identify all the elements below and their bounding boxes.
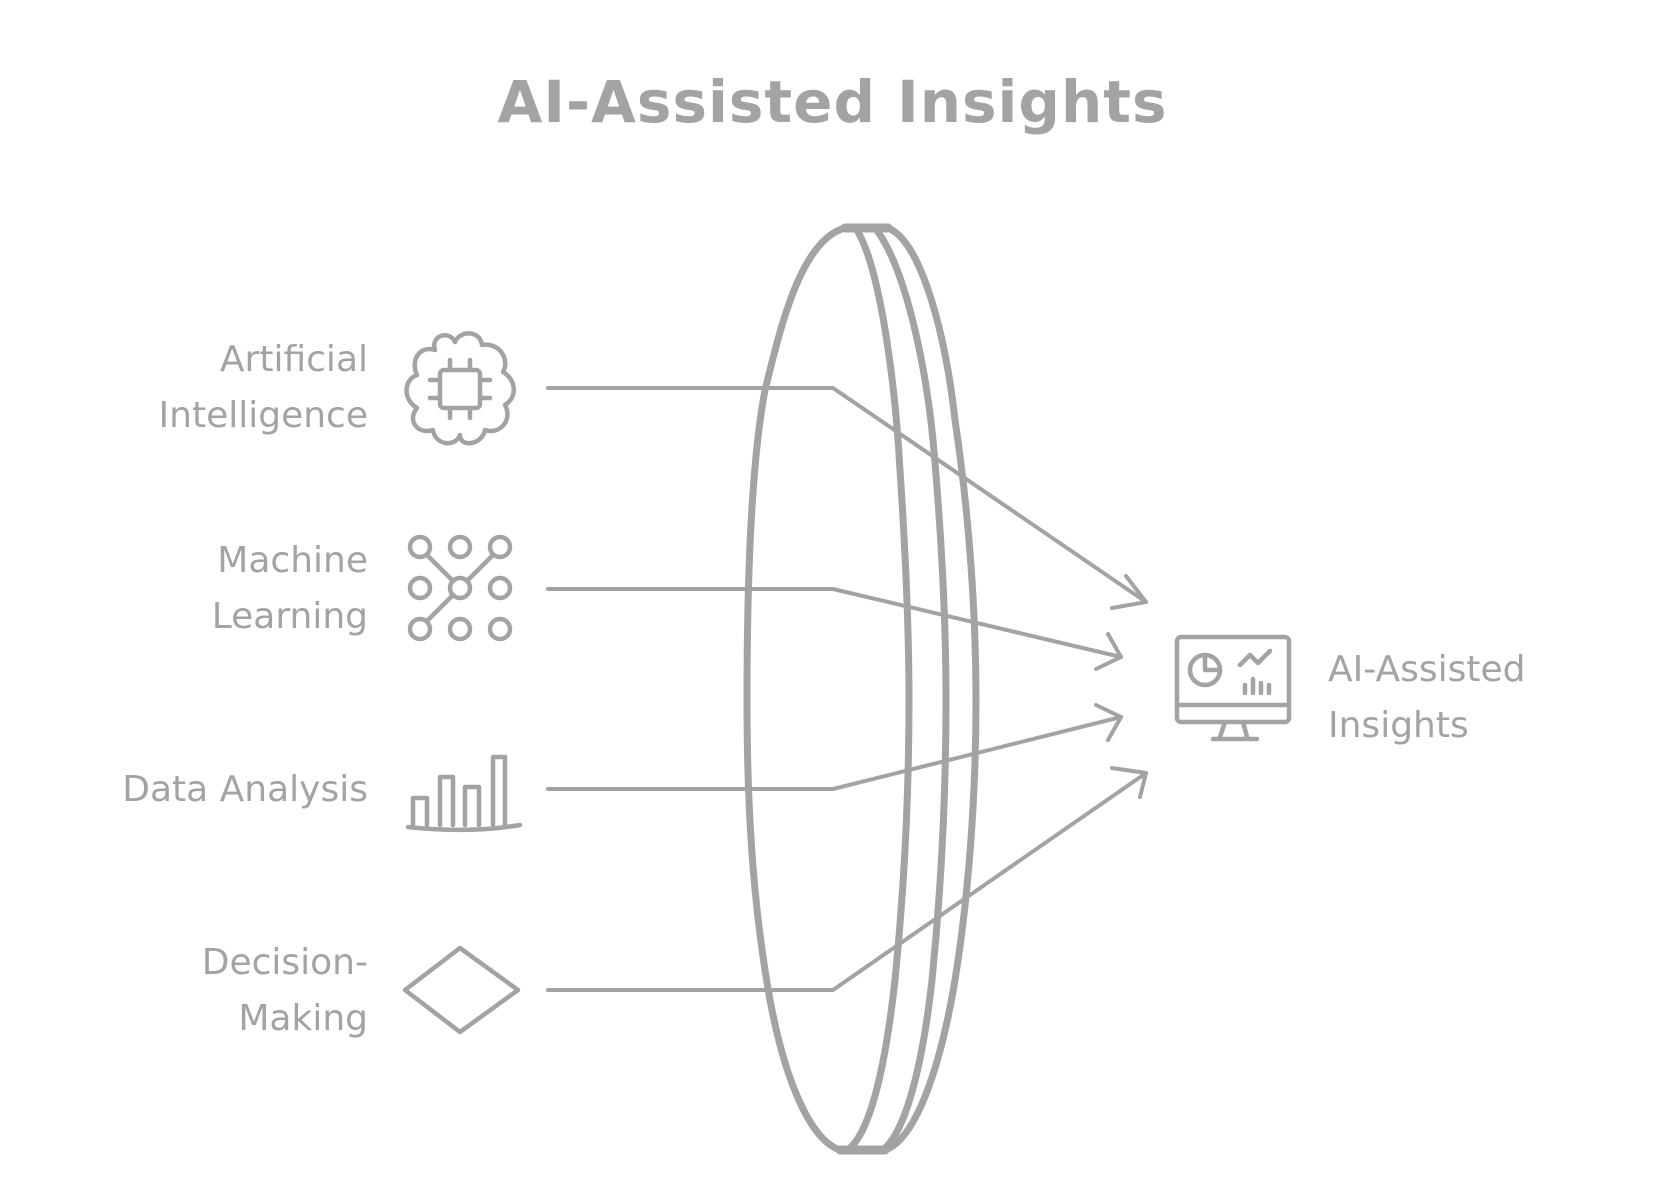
- input-label-decision: Decision- Making: [202, 935, 368, 1047]
- arrow-ai: [546, 386, 1148, 604]
- input-label-ai-line2: Intelligence: [158, 395, 368, 436]
- input-label-ai: Artificial Intelligence: [159, 332, 368, 444]
- output-label-line1: AI-Assisted: [1328, 649, 1526, 690]
- connector-lines: [546, 386, 1148, 992]
- arrow-ml: [546, 587, 1123, 659]
- arrow-decision: [546, 771, 1148, 992]
- monitor-dashboard-icon: [1174, 634, 1292, 742]
- input-label-ai-line1: Artificial: [219, 339, 368, 380]
- output-label-line2: Insights: [1328, 705, 1469, 746]
- input-label-data: Data Analysis: [122, 762, 368, 818]
- input-label-ml-line1: Machine: [217, 540, 368, 581]
- diamond-icon: [402, 945, 521, 1035]
- brain-chip-icon: [404, 331, 516, 446]
- input-label-data-line1: Data Analysis: [122, 769, 368, 810]
- arrow-data: [546, 715, 1123, 791]
- input-label-decision-line1: Decision-: [201, 942, 368, 983]
- neural-network-icon: [407, 534, 513, 642]
- input-label-ml-line2: Learning: [211, 596, 368, 637]
- input-label-ml: Machine Learning: [212, 533, 368, 645]
- bar-chart-icon: [405, 754, 523, 833]
- lens-icon: [743, 223, 980, 1155]
- output-label: AI-Assisted Insights: [1328, 642, 1525, 754]
- input-label-decision-line2: Making: [238, 998, 368, 1039]
- diagram-title: AI-Assisted Insights: [497, 68, 1168, 136]
